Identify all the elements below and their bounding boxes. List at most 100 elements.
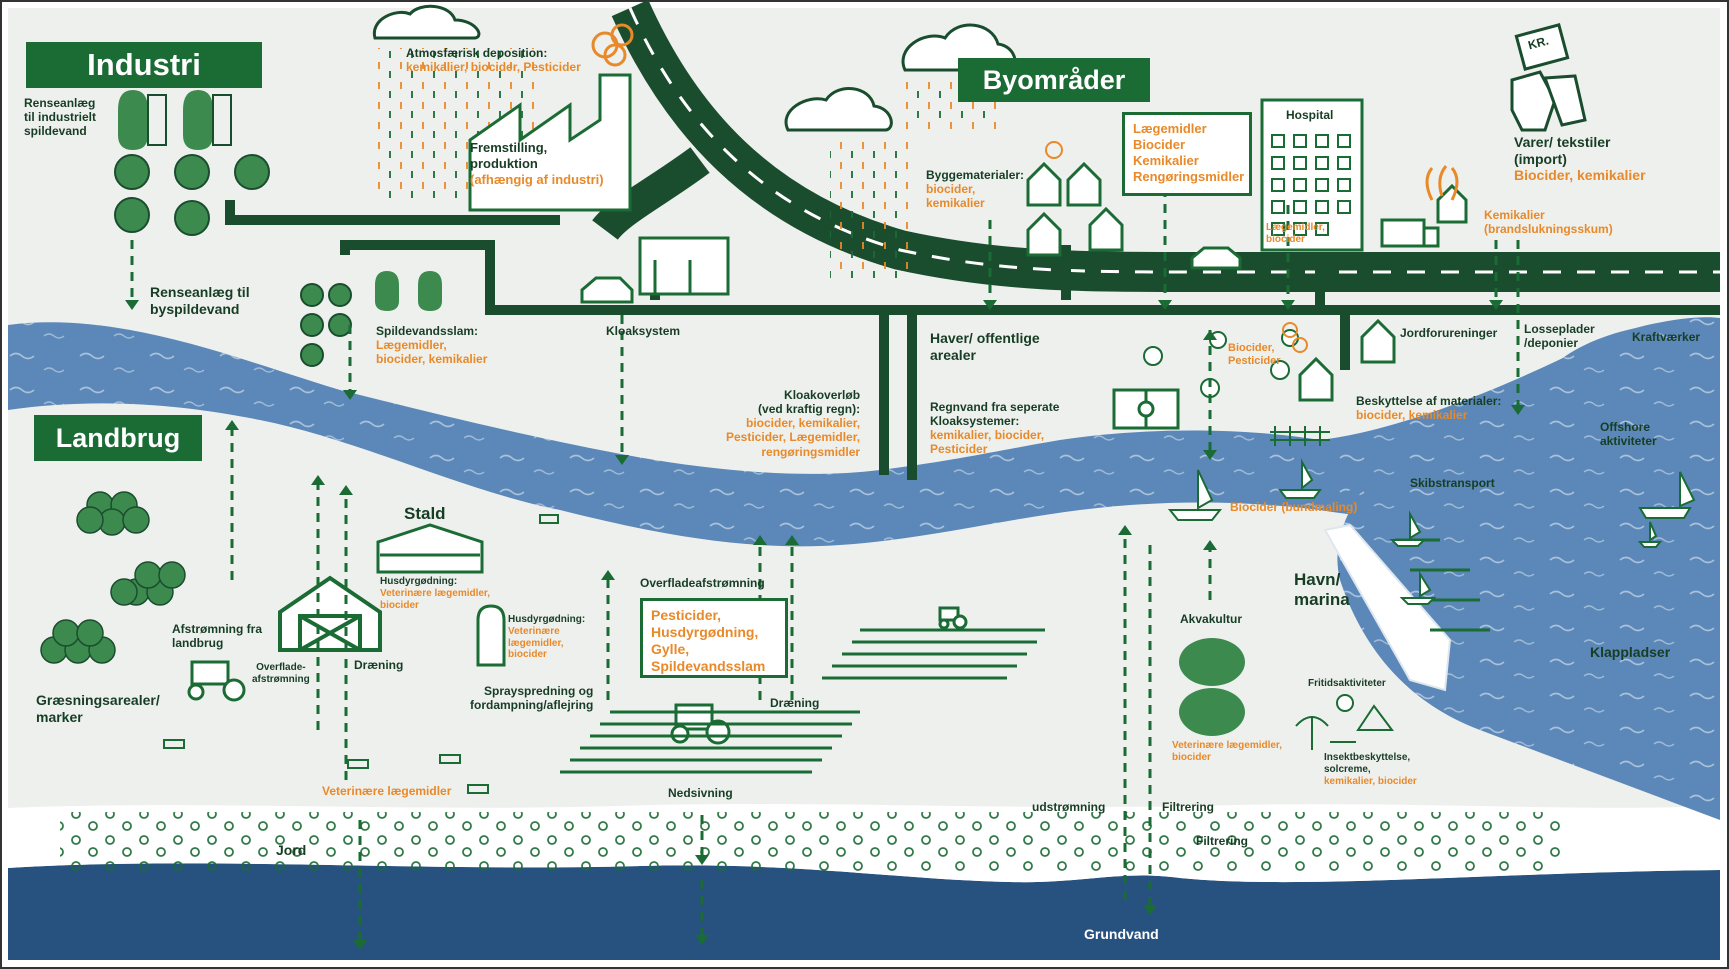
- hospital-windows: [1271, 134, 1351, 236]
- label-varer: Varer/ tekstiler (import) Biocider, kemi…: [1514, 134, 1646, 184]
- label-afstroemning: Afstrømning fra landbrug: [172, 622, 262, 651]
- hospital-window: [1293, 134, 1307, 148]
- label-havn: Havn/ marina: [1294, 570, 1350, 610]
- label-udstroemning: udstrømning: [1032, 800, 1106, 814]
- hospital-window: [1293, 178, 1307, 192]
- label-regnvand: Regnvand fra seperate Kloaksystemer: kem…: [930, 400, 1060, 457]
- label-renseanlaeg-by: Renseanlæg til byspildevand: [150, 284, 250, 317]
- hospital-window: [1271, 134, 1285, 148]
- hospital-window: [1315, 200, 1329, 214]
- label-klappladser: Klappladser: [1590, 644, 1671, 660]
- label-akvakultur-substances: Veterinære lægemidler, biocider: [1172, 740, 1283, 763]
- label-fritid: Fritidsaktiviteter: [1308, 678, 1386, 689]
- fire-truck-icon: [1380, 218, 1440, 248]
- label-spray: Sprayspredning og fordampning/aflejring: [470, 684, 594, 713]
- label-graesning: Græsningsarealer/ marker: [36, 692, 160, 725]
- hospital-window: [1315, 222, 1329, 236]
- label-offshore: Offshore aktiviteter: [1600, 420, 1657, 449]
- hospital-window: [1271, 178, 1285, 192]
- sludge-tanks-icon: [375, 271, 442, 311]
- label-kemikalier-brand: Kemikalier (brandslukningsskum): [1484, 208, 1613, 237]
- section-title-landbrug: Landbrug: [34, 415, 202, 461]
- clarifier-icons: [114, 154, 352, 367]
- textile-goods-icon: [1510, 23, 1587, 132]
- sewer-pipes: [225, 200, 1720, 480]
- arrow-heads: [125, 300, 1525, 950]
- label-husdyr-stald: Husdyrgødning: Veterinære lægemidler, bi…: [380, 576, 491, 611]
- tractor-icons: [187, 606, 968, 745]
- football-field-icon: [1112, 388, 1180, 430]
- sewage-plant-icon: [638, 236, 730, 296]
- field-stripes: [560, 628, 1045, 774]
- hospital-window: [1315, 134, 1329, 148]
- stable-icon: [376, 523, 484, 574]
- label-beskyttelse: Beskyttelse af materialer: biocider, kem…: [1356, 394, 1502, 423]
- factory-icon: [468, 73, 632, 212]
- silo-icon: [476, 604, 506, 667]
- label-fritid-substances: Insektbeskyttelse, solcreme, kemikalier,…: [1324, 752, 1417, 787]
- car-icons: [580, 246, 1242, 304]
- label-atmosfaerisk: Atmosfærisk deposition: kemikalier, bioc…: [406, 46, 581, 75]
- label-grundvand: Grundvand: [1084, 926, 1159, 942]
- cattle-icons: [163, 514, 559, 794]
- smoke-icon: [591, 23, 634, 67]
- label-hospital: Hospital: [1286, 108, 1334, 122]
- label-stald: Stald: [404, 504, 446, 523]
- hospital-window: [1293, 222, 1307, 236]
- house-icons: [1026, 161, 1468, 402]
- leisure-icons: [1295, 704, 1394, 750]
- flow-arrows: [130, 140, 1520, 940]
- label-haver: Haver/ offentlige arealer: [930, 330, 1040, 363]
- fence-icon: [1270, 426, 1330, 446]
- hospital-window: [1315, 156, 1329, 170]
- label-overfladeafstroemning: Overfladeafstrømning: [640, 576, 765, 590]
- section-title-byomraader: Byområder: [958, 58, 1150, 102]
- label-skibstransport: Skibstransport: [1410, 476, 1495, 490]
- hay-bale-icons: [40, 491, 186, 664]
- label-hospital-substances: Lægemidler, biocider: [1266, 222, 1325, 245]
- label-draening: Dræning: [354, 658, 404, 672]
- rain-city: [830, 140, 910, 280]
- label-overflade-afstroemning: Overflade- afstrømning: [252, 662, 310, 685]
- barn-icon: [278, 575, 382, 652]
- hospital-window: [1293, 200, 1307, 214]
- aquaculture-pens: [1179, 638, 1245, 736]
- label-jordforureninger: Jordforureninger: [1400, 326, 1498, 340]
- hospital-window: [1337, 200, 1351, 214]
- hospital-window: [1337, 178, 1351, 192]
- label-bundmaling: Biocider (bundmaling): [1230, 500, 1358, 514]
- label-losseplader: Losseplader /deponier: [1524, 322, 1595, 351]
- label-filtrering-2: Filtrering: [1196, 834, 1249, 848]
- label-nedsivning: Nedsivning: [668, 786, 733, 800]
- hospital-window: [1271, 222, 1285, 236]
- label-filtrering-1: Filtrering: [1162, 800, 1215, 814]
- soil-dots: [60, 812, 1560, 872]
- label-kloaksystem: Kloaksystem: [606, 324, 681, 338]
- label-spildevandsslam: Spildevandsslam: Lægemidler, biocider, k…: [376, 324, 488, 367]
- label-husdyr-silo: Husdyrgødning: Veterinære lægemidler, bi…: [508, 614, 586, 661]
- hospital-window: [1315, 178, 1329, 192]
- road-branch: [592, 147, 710, 241]
- hospital-window: [1337, 134, 1351, 148]
- hospital-window: [1271, 200, 1285, 214]
- label-byggematerialer: Byggematerialer: biocider, kemikalier: [926, 168, 1025, 211]
- hospital-window: [1337, 156, 1351, 170]
- callout-city-substances: Lægemidler Biocider Kemikalier Rengøring…: [1122, 112, 1252, 196]
- label-jord: Jord: [276, 842, 307, 858]
- label-akvakultur: Akvakultur: [1180, 612, 1243, 626]
- callout-agriculture-substances: Pesticider, Husdyrgødning, Gylle, Spilde…: [640, 598, 788, 678]
- label-draening-2: Dræning: [770, 696, 820, 710]
- boat-icons: [1167, 458, 1696, 605]
- label-biocider-pesticider: Biocider, Pesticider: [1228, 342, 1281, 367]
- callout-fremstilling: Fremstilling, produktion (afhængig af in…: [470, 140, 604, 187]
- label-kloakoverloeb: Kloakoverløb (ved kraftig regn): biocide…: [726, 388, 861, 459]
- label-vet-laegemidler: Veterinære lægemidler: [322, 784, 452, 798]
- groundwater-layer: [8, 863, 1720, 960]
- pier: [1323, 523, 1452, 692]
- hospital-window: [1293, 156, 1307, 170]
- treatment-plant-industry-icon: [118, 90, 232, 150]
- label-kraftvaerker: Kraftværker: [1632, 330, 1701, 344]
- fire-icon: [1425, 165, 1459, 201]
- section-title-industri: Industri: [26, 42, 262, 88]
